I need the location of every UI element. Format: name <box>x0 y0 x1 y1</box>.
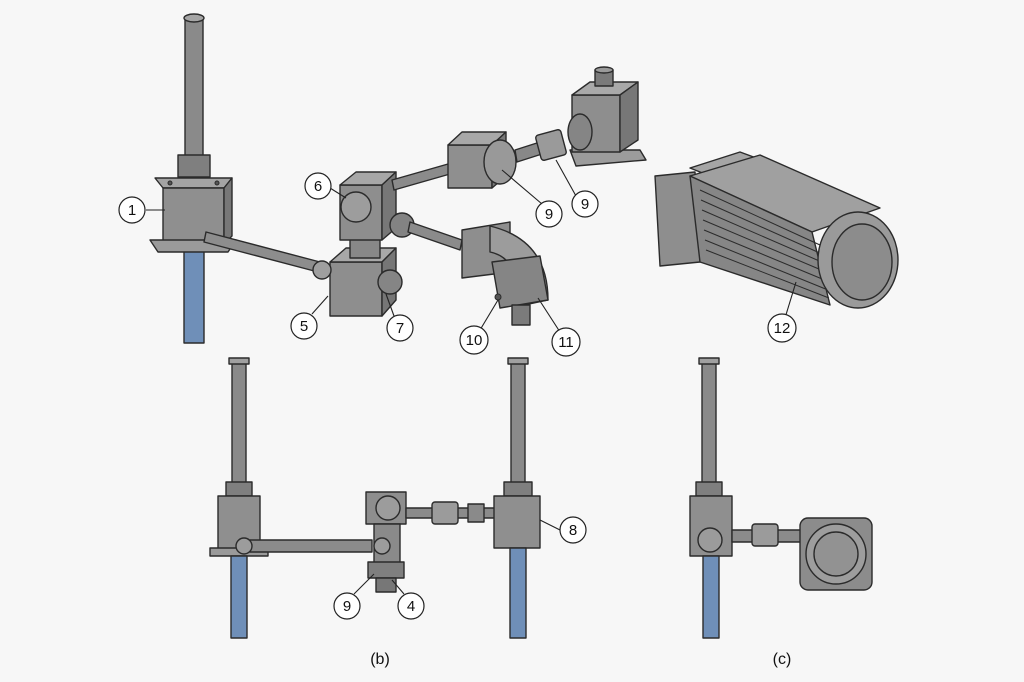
screw-blue-lower <box>183 247 205 344</box>
electric-motor-12 <box>654 151 899 309</box>
c-collar <box>695 481 723 497</box>
b-center-base <box>367 561 405 579</box>
callout-9a: 9 <box>535 200 563 228</box>
callout-10: 10 <box>459 325 489 355</box>
bolt-hole <box>214 180 220 186</box>
callout-4-label: 4 <box>407 598 415 615</box>
callout-9c: 9 <box>333 592 361 620</box>
callout-11-label: 11 <box>558 334 574 351</box>
shaft-end-cap <box>312 260 332 280</box>
reducer-body-side <box>619 81 639 153</box>
b-center-upper-hub <box>375 495 401 521</box>
motor-end-cap-inner <box>831 223 893 301</box>
bracket-foot <box>491 255 549 309</box>
leader-lines <box>146 159 797 595</box>
reducer-input-hub <box>567 113 593 151</box>
callout-9a-label: 9 <box>545 206 553 223</box>
upper-shaft <box>391 163 451 191</box>
callout-11: 11 <box>551 327 581 357</box>
b-left-collar <box>225 481 253 497</box>
reducer-top-knob-cap <box>594 66 614 74</box>
c-rod-cap <box>698 357 720 365</box>
bracket-pin <box>494 293 502 301</box>
callout-1: 1 <box>118 196 146 224</box>
view-a-isometric <box>149 13 899 344</box>
b-right-screw <box>509 547 527 639</box>
callout-5-label: 5 <box>300 318 308 335</box>
c-motor-face-inner <box>813 531 859 577</box>
callout-4: 4 <box>397 592 425 620</box>
right-gear-reducer <box>567 66 647 167</box>
jack-collar <box>177 154 211 178</box>
screw-jack-1 <box>149 13 237 344</box>
jack-housing-body <box>162 187 225 245</box>
view-b-front <box>209 357 541 639</box>
callout-6: 6 <box>304 172 332 200</box>
bracket-10-11 <box>461 221 549 326</box>
callout-12-label: 12 <box>774 320 791 337</box>
gearbox6-face-cap <box>340 191 372 223</box>
bolt-hole <box>167 180 173 186</box>
jack-housing-side <box>223 177 233 245</box>
b-left-rod-cap <box>228 357 250 365</box>
bracket-spigot <box>511 304 531 326</box>
callout-7-label: 7 <box>396 320 404 337</box>
b-right-collar <box>503 481 533 497</box>
b-left-screw <box>230 555 248 639</box>
callout-6-label: 6 <box>314 178 322 195</box>
view-c-side <box>689 357 873 639</box>
caption-b: (b) <box>370 651 390 668</box>
rod-top-cap <box>183 13 205 23</box>
caption-c: (c) <box>773 651 792 668</box>
lift-rod-upper <box>184 17 204 159</box>
callout-12: 12 <box>767 313 797 343</box>
c-housing-hub <box>697 527 723 553</box>
lower-shaft <box>407 221 463 251</box>
gearbox-9a <box>447 131 517 189</box>
motor-body-front <box>689 175 831 306</box>
callout-7: 7 <box>386 314 414 342</box>
b-right-housing <box>493 495 541 549</box>
callout-5: 5 <box>290 312 318 340</box>
c-housing <box>689 495 733 557</box>
callout-10-label: 10 <box>466 332 483 349</box>
callout-9b: 9 <box>571 190 599 218</box>
c-rod <box>701 359 717 486</box>
callouts: 1 5 6 7 9 9 10 11 <box>118 172 797 620</box>
motor-cooling-fins <box>699 189 830 299</box>
b-coupling-2 <box>467 503 485 523</box>
callout-9c-label: 9 <box>343 598 351 615</box>
b-center-lower-hub <box>373 537 391 555</box>
coupling-upper <box>535 129 567 161</box>
b-horizontal-shaft <box>249 539 373 553</box>
jack-housing-top <box>154 177 233 189</box>
callout-8-label: 8 <box>569 522 577 539</box>
c-coupling <box>751 523 779 547</box>
b-left-rod <box>231 359 247 486</box>
b-center-spigot <box>375 577 397 593</box>
gb9a-flange <box>483 139 517 185</box>
b-right-rod <box>510 359 526 486</box>
callout-8: 8 <box>559 516 587 544</box>
gearbox-front <box>329 261 383 317</box>
b-shaft-end <box>235 537 253 555</box>
b-coupling <box>431 501 459 525</box>
b-right-rod-cap <box>507 357 529 365</box>
callout-9b-label: 9 <box>581 196 589 213</box>
gearbox-6 <box>339 171 415 259</box>
output-hub <box>377 269 403 295</box>
c-screw <box>702 555 720 639</box>
callout-1-label: 1 <box>128 202 136 219</box>
